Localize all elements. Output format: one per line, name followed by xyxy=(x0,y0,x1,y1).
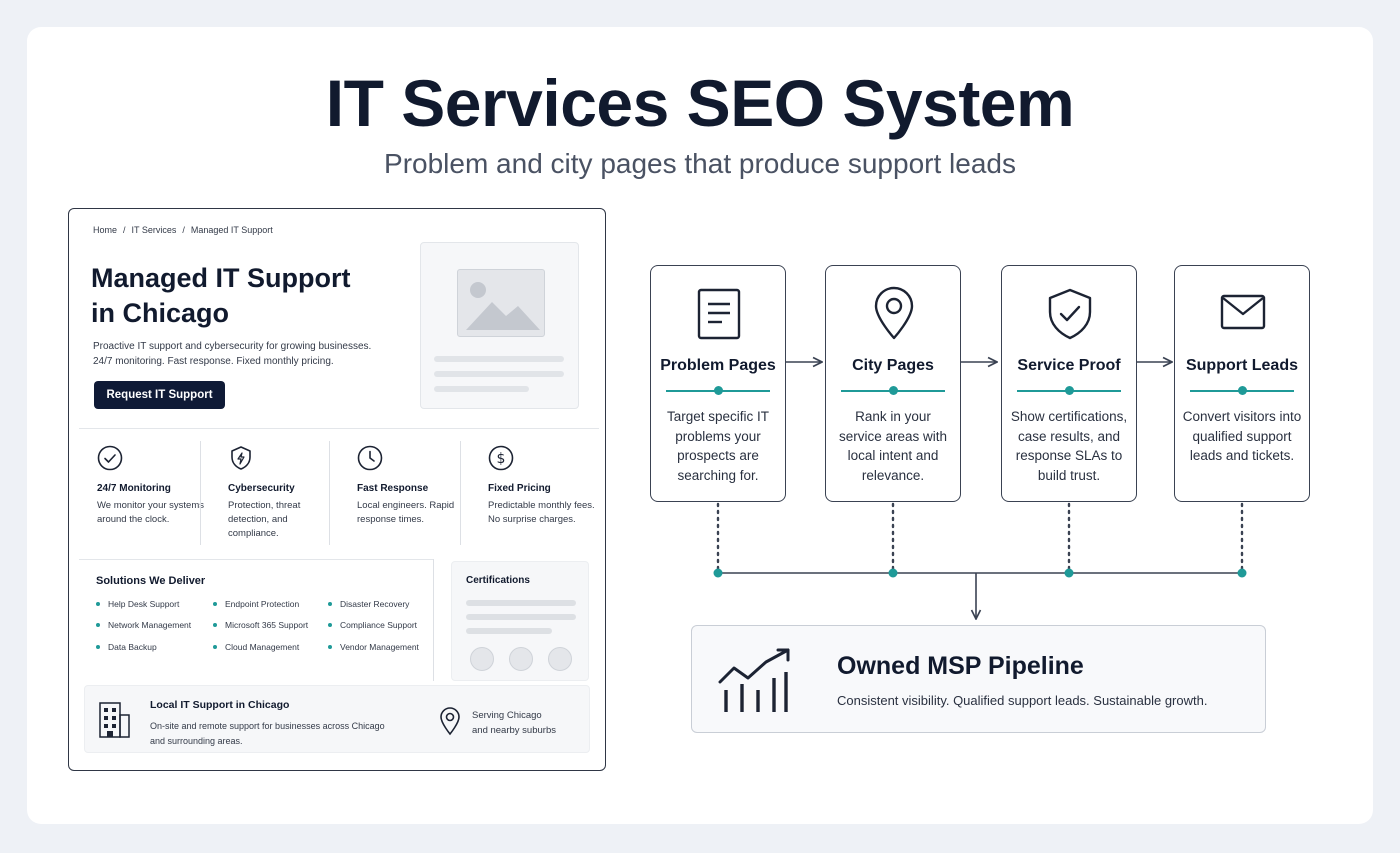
feature-fixed-pricing: $ Fixed Pricing Predictable monthly fees… xyxy=(486,441,605,545)
building-icon xyxy=(99,702,130,738)
breadcrumb-home[interactable]: Home xyxy=(93,225,118,235)
solution-item: Disaster Recovery xyxy=(328,599,409,609)
envelope-icon xyxy=(1220,294,1266,330)
step-city-pages: City Pages Rank in your service areas wi… xyxy=(825,265,961,502)
request-it-support-button[interactable]: Request IT Support xyxy=(94,381,225,409)
document-icon xyxy=(697,288,741,340)
svg-text:$: $ xyxy=(497,451,506,467)
text-line-placeholder xyxy=(434,386,529,392)
dollar-icon: $ xyxy=(488,445,514,471)
solution-item: Help Desk Support xyxy=(96,599,179,609)
outcome-pipeline-box: Owned MSP Pipeline Consistent visibility… xyxy=(691,625,1266,733)
solutions-title: Solutions We Deliver xyxy=(96,575,206,587)
step-support-leads: Support Leads Convert visitors into qual… xyxy=(1174,265,1310,502)
solution-item: Data Backup xyxy=(96,642,157,652)
hero-image-placeholder xyxy=(420,242,579,409)
shield-icon xyxy=(231,446,251,470)
clock-icon xyxy=(357,445,383,471)
solution-item: Microsoft 365 Support xyxy=(213,620,308,630)
shield-check-icon xyxy=(1048,288,1092,340)
column-divider xyxy=(460,441,461,545)
step-service-proof: Service Proof Show certifications, case … xyxy=(1001,265,1137,502)
growth-chart-icon xyxy=(718,648,790,712)
section-divider xyxy=(79,428,599,429)
solution-item: Compliance Support xyxy=(328,620,417,630)
certification-badge xyxy=(548,647,572,671)
page-mockup: Home/IT Services/Managed IT Support Mana… xyxy=(68,208,606,771)
page-subtitle: Problem and city pages that produce supp… xyxy=(384,148,1016,179)
certifications-panel: Certifications xyxy=(451,561,589,681)
text-line-placeholder xyxy=(466,628,552,634)
outcome-description: Consistent visibility. Qualified support… xyxy=(837,693,1208,708)
step-problem-pages: Problem Pages Target specific IT problem… xyxy=(650,265,786,502)
breadcrumb: Home/IT Services/Managed IT Support xyxy=(93,225,273,235)
column-divider xyxy=(433,559,434,681)
text-line-placeholder xyxy=(466,614,576,620)
certification-badge xyxy=(470,647,494,671)
solution-item: Endpoint Protection xyxy=(213,599,299,609)
column-divider xyxy=(200,441,201,545)
map-pin-icon xyxy=(874,286,914,340)
local-support-panel: Local IT Support in Chicago On-site and … xyxy=(84,685,590,753)
section-divider xyxy=(79,559,433,560)
text-line-placeholder xyxy=(434,371,564,377)
page-title: IT Services SEO System xyxy=(325,66,1075,140)
feature-monitoring: 24/7 Monitoring We monitor your systems … xyxy=(95,441,223,545)
column-divider xyxy=(329,441,330,545)
certification-badge xyxy=(509,647,533,671)
serving-area: Serving Chicago and nearby suburbs xyxy=(472,710,556,736)
map-pin-icon xyxy=(440,707,460,736)
hero-title: Managed IT Support in Chicago xyxy=(91,263,351,328)
feature-cybersecurity: Cybersecurity Protection, threat detecti… xyxy=(226,441,354,545)
text-line-placeholder xyxy=(466,600,576,606)
outcome-title: Owned MSP Pipeline xyxy=(837,652,1084,680)
breadcrumb-it-services[interactable]: IT Services xyxy=(131,225,177,235)
image-icon xyxy=(457,269,545,337)
solution-item: Network Management xyxy=(96,620,191,630)
feature-fast-response: Fast Response Local engineers. Rapid res… xyxy=(355,441,483,545)
hero-description: Proactive IT support and cybersecurity f… xyxy=(93,341,372,367)
breadcrumb-current: Managed IT Support xyxy=(190,225,273,235)
text-line-placeholder xyxy=(434,356,564,362)
check-circle-icon xyxy=(97,445,123,471)
solution-item: Cloud Management xyxy=(213,642,299,652)
solution-item: Vendor Management xyxy=(328,642,419,652)
